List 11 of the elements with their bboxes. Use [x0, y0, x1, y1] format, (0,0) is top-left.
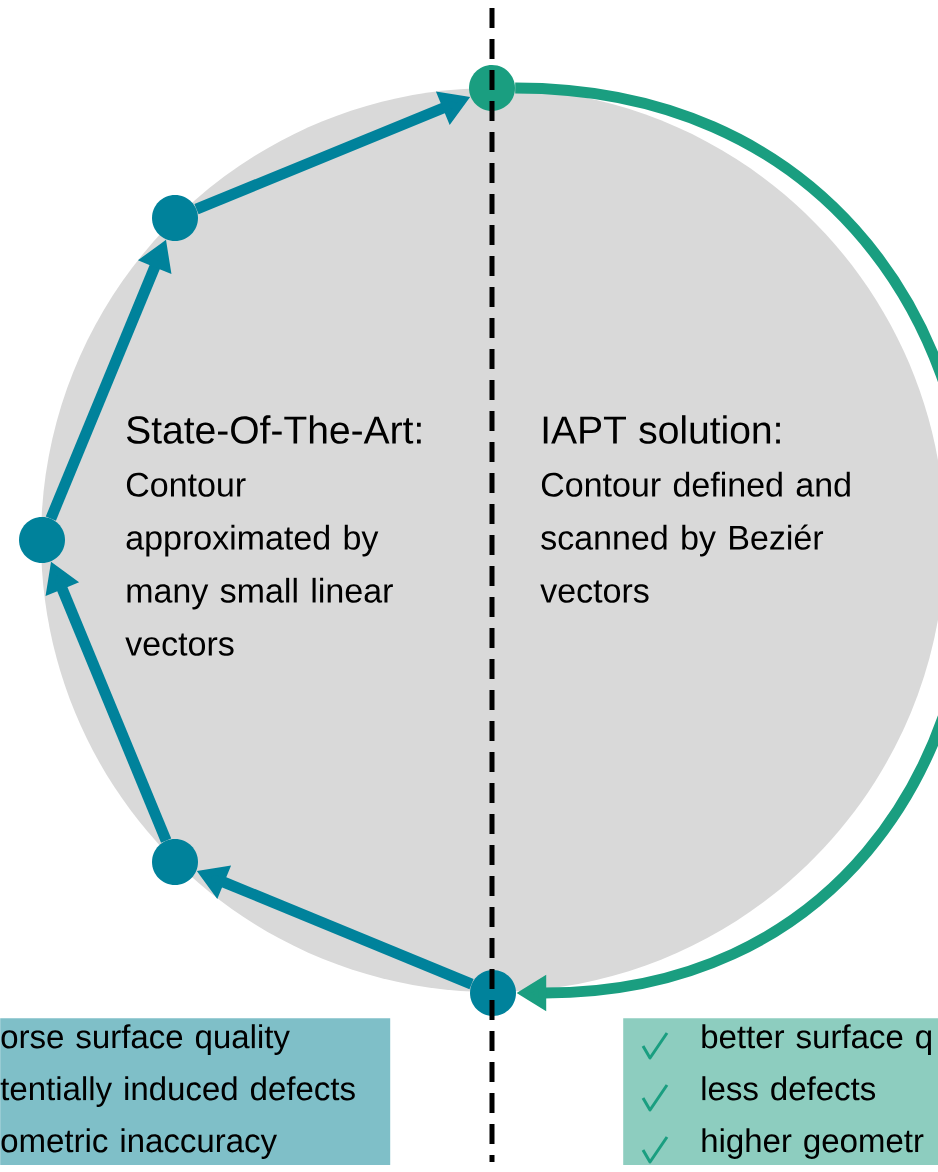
vertex-dot	[152, 195, 198, 241]
vertex-dot	[470, 970, 516, 1016]
circle-background	[41, 88, 938, 992]
benefits-panel: better surface q less defects higher geometr	[623, 1018, 938, 1165]
vertex-dot	[152, 839, 198, 885]
drawbacks-panel: orse surface quality tentially induced defects ometric inaccuracy	[0, 1018, 391, 1165]
description-text: IAPT solution: Contour defined and scanned by Beziér vectors	[540, 415, 850, 603]
vertex-dot	[469, 65, 515, 111]
description-text: State-Of-The-Art: Contour approximated by many small linear vectors	[125, 415, 421, 656]
vertex-dot	[19, 517, 65, 563]
arrow	[514, 82, 938, 1012]
